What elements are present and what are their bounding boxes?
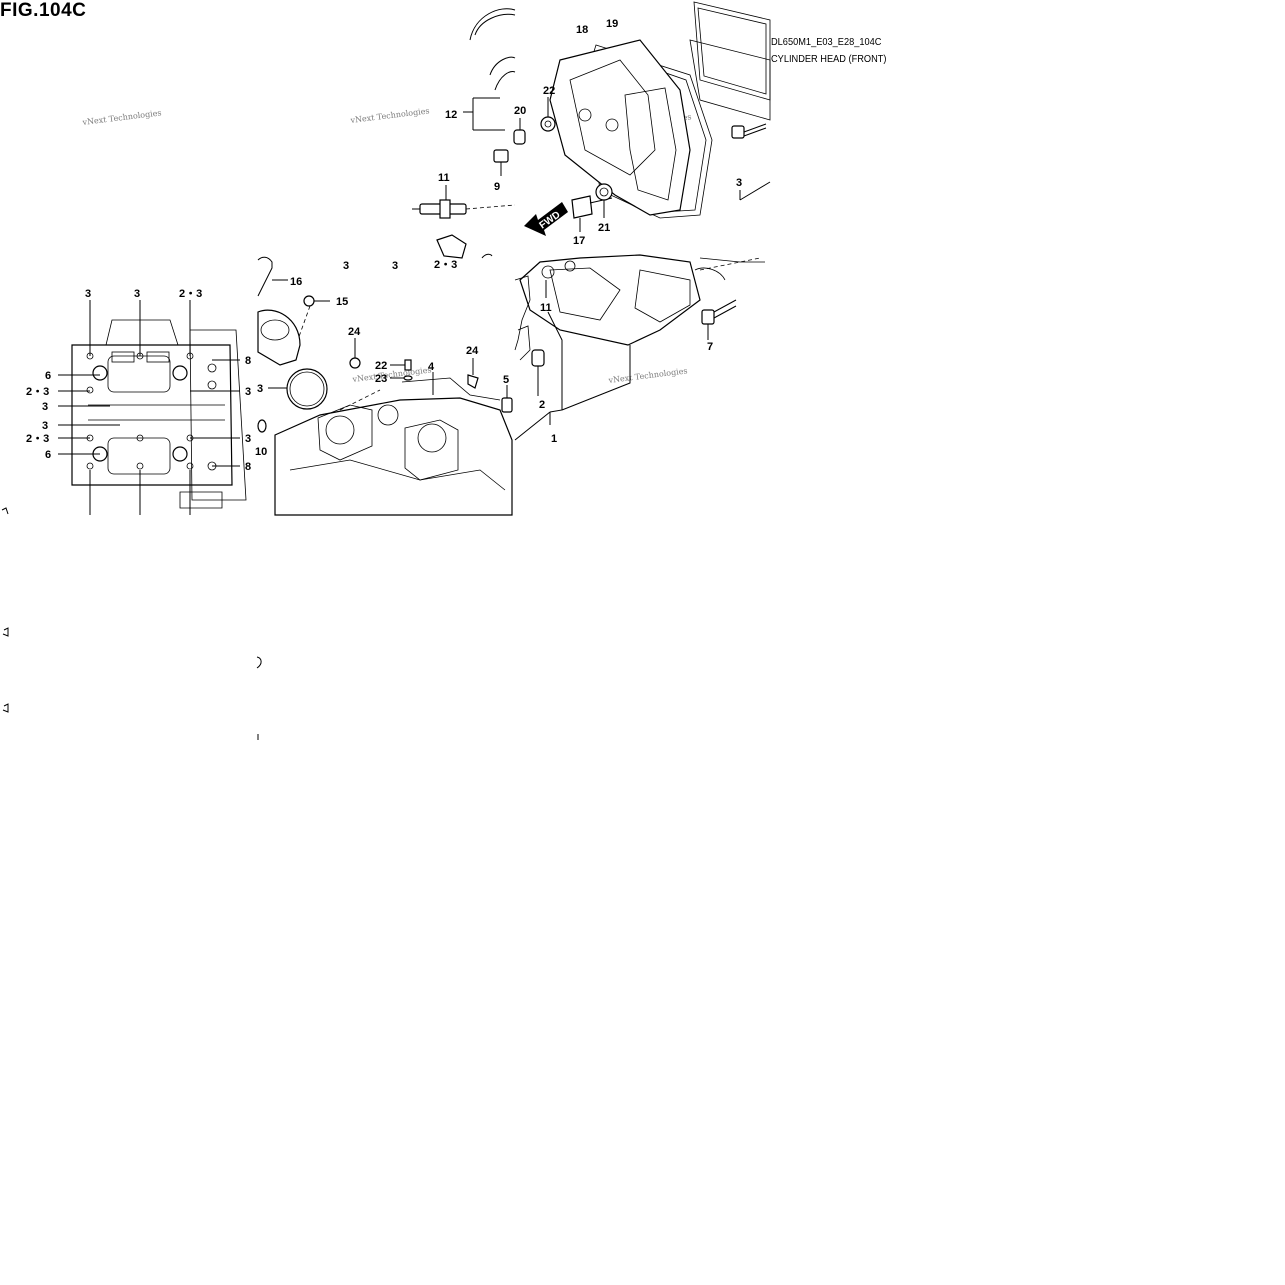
stray-fragments <box>1 507 262 740</box>
seal-20 <box>595 183 613 201</box>
bolt-14 <box>303 295 315 307</box>
tile-head-side: 11 7 5 2 1 <box>501 254 765 445</box>
hose-clamp-outline <box>469 8 516 41</box>
cylinder-head-body <box>274 397 513 516</box>
callout-3-b: 3 <box>85 288 91 300</box>
figure-subtitle: CYLINDER HEAD (FRONT) <box>771 53 887 65</box>
callout-22: 22 <box>375 360 387 372</box>
bolt-18 <box>571 195 593 219</box>
callout-4: 4 <box>428 361 435 373</box>
callout-24-a: 24 <box>348 326 361 338</box>
o-ring-3 <box>286 368 328 410</box>
cylinder-head-side <box>519 254 701 346</box>
head-bolt-hole <box>172 446 188 462</box>
callout-2-3-d: 2・3 <box>26 433 49 445</box>
callout-7: 7 <box>707 341 713 353</box>
callout-20: 21 <box>598 222 610 234</box>
callout-3-j: 3 <box>257 383 263 395</box>
callout-2: 2 <box>539 399 545 411</box>
washer-10 <box>257 419 267 433</box>
bolt-19 <box>513 129 526 145</box>
callout-11-b: 11 <box>540 302 552 314</box>
hose-outline <box>489 56 516 76</box>
callout-3-f: 3 <box>245 386 251 398</box>
dowel-pin-5 <box>501 397 513 413</box>
tile-top-center: 12 20 9 11 2・3 <box>412 8 526 271</box>
callout-2-3-b: 2・3 <box>179 288 202 300</box>
cover-bolt-3 <box>731 123 771 201</box>
callout-18: 17 <box>573 235 585 247</box>
tile-head-top-view: 3 3 2・3 6 2・3 3 3 2・3 6 8 3 3 8 <box>26 288 251 515</box>
callout-15: 16 <box>290 276 302 288</box>
spark-plug-11 <box>412 185 516 219</box>
callout-3-g: 3 <box>245 433 251 445</box>
tile-head-body: 16 15 3 3 24 22 23 4 24 3 10 <box>255 256 513 516</box>
callout-3-d: 3 <box>42 401 48 413</box>
callout-14: 15 <box>336 296 348 308</box>
connector-2-3 <box>436 234 467 259</box>
callout-3-h: 3 <box>343 260 349 272</box>
tile-head-cover: FWD 18 19 22 17 21 3 <box>524 1 771 247</box>
washer-21 <box>540 116 556 132</box>
dowel-pin-2 <box>531 349 545 367</box>
callout-3-e: 3 <box>42 420 48 432</box>
callout-2-3-c: 2・3 <box>26 386 49 398</box>
callout-21: 22 <box>543 85 555 97</box>
cylinder-head-cover-16 <box>549 39 691 216</box>
plug-24-a <box>349 357 361 369</box>
callout-23: 23 <box>375 373 387 385</box>
callout-24-b: 24 <box>466 345 479 357</box>
callout-5: 5 <box>503 374 509 386</box>
callout-6-b: 6 <box>45 449 51 461</box>
clamp-15 <box>257 256 273 297</box>
callout-10: 10 <box>255 446 267 458</box>
callout-16: 18 <box>576 24 588 36</box>
bolt-9 <box>493 149 509 163</box>
callout-12: 12 <box>445 109 457 121</box>
figure-code: DL650M1_E03_E28_104C <box>771 36 882 48</box>
callout-3-i: 3 <box>392 260 398 272</box>
head-bolt-hole <box>92 365 108 381</box>
stud-bolt-7 <box>701 299 737 340</box>
callout-1: 1 <box>551 433 557 445</box>
callout-19: 20 <box>514 105 526 117</box>
callout-8-b: 8 <box>245 461 251 473</box>
callout-2-3-a: 2・3 <box>434 259 457 271</box>
fwd-arrow: FWD <box>524 202 568 236</box>
callout-6-a: 6 <box>45 370 51 382</box>
bolt-22 <box>404 359 412 371</box>
callout-11: 11 <box>438 172 450 184</box>
callout-9: 9 <box>494 181 500 193</box>
washer-23 <box>403 375 413 381</box>
callout-3-a: 3 <box>736 177 742 189</box>
cylinder-head-top-outline <box>71 344 233 486</box>
figure-title: FIG.104C <box>0 0 87 21</box>
plug-24-b <box>467 374 479 389</box>
head-bolt-hole <box>172 365 188 381</box>
callout-17: 19 <box>606 18 618 30</box>
intake-pipe <box>257 309 301 366</box>
callout-8-a: 8 <box>245 355 251 367</box>
callout-3-c: 3 <box>134 288 140 300</box>
